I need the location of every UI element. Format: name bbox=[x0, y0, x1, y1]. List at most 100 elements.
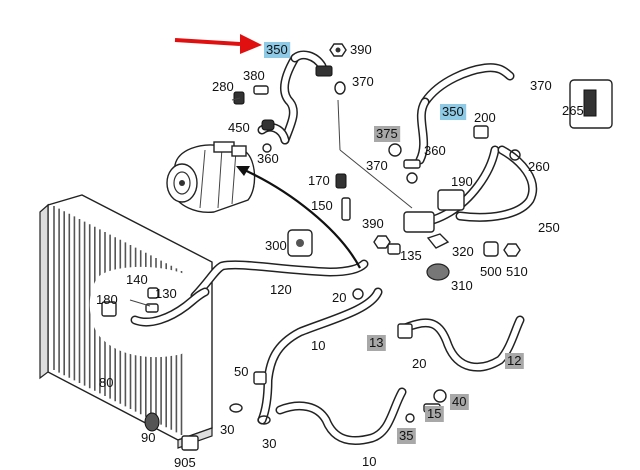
part-label-130: 130 bbox=[155, 286, 177, 301]
part-number: 180 bbox=[96, 292, 118, 307]
leader-arrow bbox=[239, 166, 361, 269]
part-label-12: 12 bbox=[505, 353, 524, 369]
label-highlight bbox=[367, 335, 386, 351]
part-label-200: 200 bbox=[474, 110, 496, 125]
part-label-510: 510 bbox=[506, 264, 528, 279]
part-label-10: 10 bbox=[362, 454, 376, 469]
part-number: 90 bbox=[141, 430, 155, 445]
part-number: 380 bbox=[243, 68, 265, 83]
part-label-80: 80 bbox=[99, 375, 113, 390]
part-label-40: 40 bbox=[450, 394, 469, 410]
part-number: 265 bbox=[562, 103, 584, 118]
part-number: 20 bbox=[412, 356, 426, 371]
label-highlight bbox=[505, 353, 524, 369]
part-number: 140 bbox=[126, 272, 148, 287]
part-number: 375 bbox=[376, 126, 398, 141]
part-number: 310 bbox=[451, 278, 473, 293]
part-number: 280 bbox=[212, 79, 234, 94]
part-label-10: 10 bbox=[311, 338, 325, 353]
label-highlight bbox=[440, 104, 467, 120]
part-number: 30 bbox=[220, 422, 234, 437]
part-label-20: 20 bbox=[332, 290, 346, 305]
red-arrow-shaft bbox=[174, 38, 241, 46]
part-number: 35 bbox=[399, 428, 413, 443]
part-number: 30 bbox=[262, 436, 276, 451]
part-label-190: 190 bbox=[451, 174, 473, 189]
part-number: 135 bbox=[400, 248, 422, 263]
part-label-390: 390 bbox=[350, 42, 372, 57]
leader-arrowhead bbox=[236, 166, 250, 176]
part-number: 120 bbox=[270, 282, 292, 297]
part-label-120: 120 bbox=[270, 282, 292, 297]
part-number: 390 bbox=[362, 216, 384, 231]
part-number: 370 bbox=[366, 158, 388, 173]
part-number: 510 bbox=[506, 264, 528, 279]
part-number: 20 bbox=[332, 290, 346, 305]
part-label-280: 280 bbox=[212, 79, 234, 94]
part-label-370: 370 bbox=[530, 78, 552, 93]
part-label-310: 310 bbox=[451, 278, 473, 293]
part-label-360: 360 bbox=[257, 151, 279, 166]
part-label-140: 140 bbox=[126, 272, 148, 287]
part-number: 320 bbox=[452, 244, 474, 259]
part-number: 80 bbox=[99, 375, 113, 390]
part-number: 905 bbox=[174, 455, 196, 470]
part-label-370: 370 bbox=[352, 74, 374, 89]
part-number: 360 bbox=[257, 151, 279, 166]
part-number: 10 bbox=[362, 454, 376, 469]
part-number: 200 bbox=[474, 110, 496, 125]
small-parts bbox=[101, 43, 613, 451]
part-label-260: 260 bbox=[528, 159, 550, 174]
part-number: 10 bbox=[311, 338, 325, 353]
label-highlight bbox=[450, 394, 469, 410]
part-label-360: 360 bbox=[424, 143, 446, 158]
part-label-375: 375 bbox=[374, 126, 401, 142]
label-highlight bbox=[264, 42, 291, 58]
part-label-370: 370 bbox=[366, 158, 388, 173]
part-label-35: 35 bbox=[397, 428, 416, 444]
part-label-30: 30 bbox=[262, 436, 276, 451]
part-number: 190 bbox=[451, 174, 473, 189]
refrigerant-lines bbox=[130, 50, 538, 446]
part-number: 170 bbox=[308, 173, 330, 188]
part-number: 250 bbox=[538, 220, 560, 235]
part-number: 500 bbox=[480, 264, 502, 279]
part-label-390: 390 bbox=[362, 216, 384, 231]
part-label-50: 50 bbox=[234, 364, 248, 379]
part-label-170: 170 bbox=[308, 173, 330, 188]
part-label-350: 350 bbox=[264, 42, 291, 58]
part-label-30: 30 bbox=[220, 422, 234, 437]
part-label-20: 20 bbox=[412, 356, 426, 371]
part-number: 360 bbox=[424, 143, 446, 158]
part-label-380: 380 bbox=[243, 68, 265, 83]
label-highlight bbox=[397, 428, 416, 444]
compressor bbox=[166, 141, 256, 213]
part-number: 12 bbox=[507, 353, 521, 368]
part-label-450: 450 bbox=[228, 120, 250, 135]
part-number: 350 bbox=[442, 104, 464, 119]
part-label-350: 350 bbox=[440, 104, 467, 120]
part-number: 350 bbox=[266, 42, 288, 57]
red-arrowhead bbox=[240, 34, 262, 54]
part-labels: 350 390 380 370 280 450 360 350 200 370 265 375 360 3… bbox=[96, 42, 584, 470]
part-label-180: 180 bbox=[96, 292, 118, 307]
part-number: 390 bbox=[350, 42, 372, 57]
part-number: 150 bbox=[311, 198, 333, 213]
part-label-90: 90 bbox=[141, 430, 155, 445]
part-label-13: 13 bbox=[367, 335, 386, 351]
part-label-300: 300 bbox=[265, 238, 287, 253]
part-number: 300 bbox=[265, 238, 287, 253]
part-number: 13 bbox=[369, 335, 383, 350]
part-label-15: 15 bbox=[425, 406, 444, 422]
part-label-500: 500 bbox=[480, 264, 502, 279]
part-label-150: 150 bbox=[311, 198, 333, 213]
part-number: 370 bbox=[530, 78, 552, 93]
label-highlight bbox=[425, 406, 444, 422]
part-number: 130 bbox=[155, 286, 177, 301]
part-number: 15 bbox=[427, 406, 441, 421]
part-label-250: 250 bbox=[538, 220, 560, 235]
leader-lines bbox=[129, 97, 413, 307]
label-highlight bbox=[374, 126, 401, 142]
